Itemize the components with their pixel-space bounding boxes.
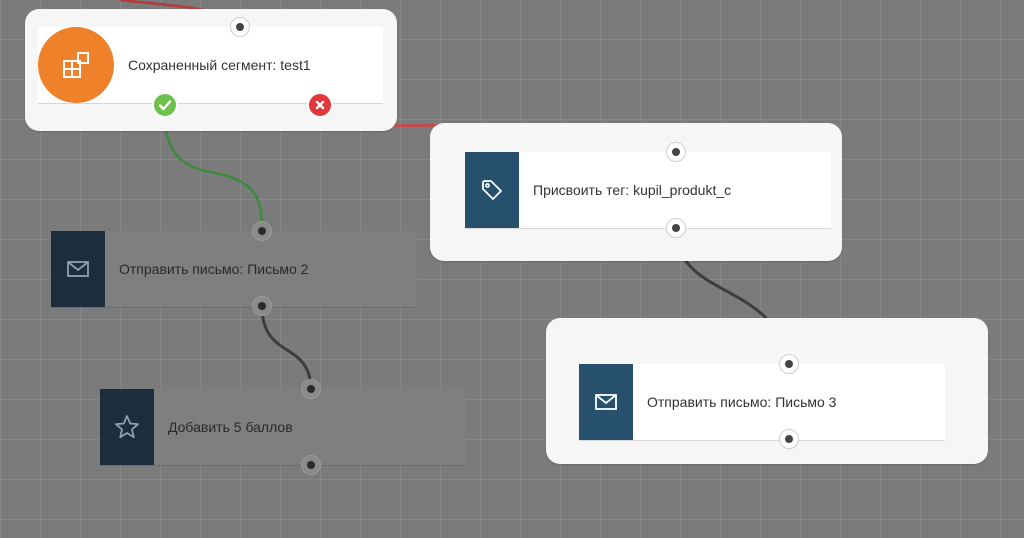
check-icon (158, 100, 172, 111)
envelope-icon (67, 261, 89, 277)
segment-yes-port[interactable] (152, 92, 178, 118)
points-input-port[interactable] (301, 379, 321, 399)
points-node-label: Добавить 5 баллов (168, 419, 293, 435)
email3-output-port[interactable] (779, 429, 799, 449)
star-icon (115, 415, 139, 439)
email3-input-port[interactable] (779, 354, 799, 374)
tag-node-label: Присвоить тег: kupil_produkt_c (533, 182, 732, 198)
tag-icon (482, 180, 502, 200)
points-output-port[interactable] (301, 455, 321, 475)
email2-input-port[interactable] (252, 221, 272, 241)
points-node-icon-box (100, 389, 154, 465)
segment-input-port[interactable] (230, 17, 250, 37)
email3-node-label: Отправить письмо: Письмо 3 (647, 394, 837, 410)
cross-icon (315, 100, 325, 110)
link-email2-to-points (260, 305, 313, 390)
email2-node-icon-box (51, 231, 105, 307)
tag-input-port[interactable] (666, 142, 686, 162)
email3-node[interactable]: Отправить письмо: Письмо 3 (579, 364, 945, 441)
segment-no-port[interactable] (307, 92, 333, 118)
segment-node-label: Сохраненный сегмент: test1 (128, 57, 311, 73)
tag-node-icon-box (465, 152, 519, 228)
tag-output-port[interactable] (666, 218, 686, 238)
points-node[interactable]: Добавить 5 баллов (100, 389, 466, 466)
email2-output-port[interactable] (252, 296, 272, 316)
envelope-icon (595, 394, 617, 410)
segment-blocks-icon (63, 52, 89, 78)
email2-node-label: Отправить письмо: Письмо 2 (119, 261, 309, 277)
email3-node-icon-box (579, 364, 633, 440)
email2-node[interactable]: Отправить письмо: Письмо 2 (51, 231, 417, 308)
tag-node[interactable]: Присвоить тег: kupil_produkt_c (465, 152, 831, 229)
segment-icon-circle (38, 27, 114, 103)
link-yes-to-email2 (161, 102, 264, 232)
